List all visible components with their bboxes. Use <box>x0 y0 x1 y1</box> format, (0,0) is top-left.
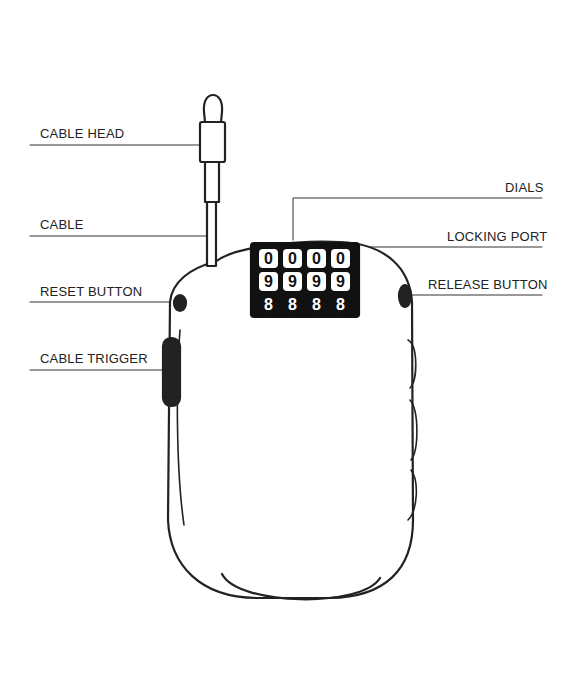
part-label: CABLE <box>40 217 84 232</box>
dial-digit: 9 <box>259 272 278 291</box>
dial-digit: 8 <box>259 295 278 314</box>
dial-digit: 9 <box>283 272 302 291</box>
dial-digit: 9 <box>307 272 326 291</box>
dial-digit: 8 <box>283 295 302 314</box>
dial-digit: 0 <box>331 249 350 268</box>
dial-digit: 8 <box>307 295 326 314</box>
part-label: DIALS <box>505 180 544 195</box>
dial-digit: 0 <box>283 249 302 268</box>
dial-digit: 8 <box>331 295 350 314</box>
part-label: CABLE TRIGGER <box>40 351 148 366</box>
part-label: RELEASE BUTTON <box>428 277 548 292</box>
dial-digit: 9 <box>331 272 350 291</box>
dial-digit: 0 <box>259 249 278 268</box>
dial-digit: 0 <box>307 249 326 268</box>
part-label: LOCKING PORT <box>447 229 547 244</box>
part-label: RESET BUTTON <box>40 284 142 299</box>
part-label: CABLE HEAD <box>40 126 124 141</box>
